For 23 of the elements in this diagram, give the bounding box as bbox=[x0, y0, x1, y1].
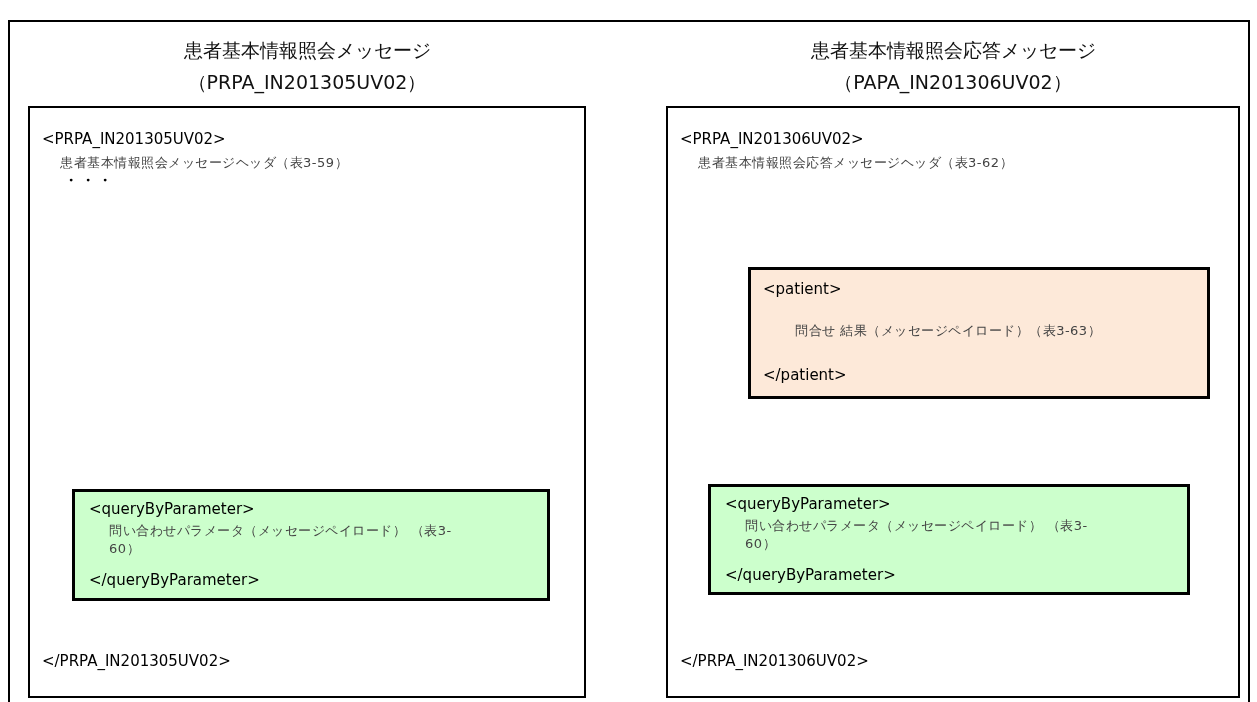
element-box bbox=[708, 484, 1190, 595]
xml-tag: <queryByParameter> bbox=[89, 500, 255, 518]
xml-tag: <PRPA_IN201305UV02> bbox=[42, 130, 226, 148]
header-description: 患者基本情報照会応答メッセージヘッダ（表3-62） bbox=[698, 154, 1013, 172]
xml-tag: </queryByParameter> bbox=[89, 571, 260, 589]
element-box bbox=[72, 489, 550, 601]
xml-tag: </patient> bbox=[763, 366, 847, 384]
element-description: 問い合わせパラメータ（メッセージペイロード） （表3-60） bbox=[109, 522, 453, 558]
message-id: （PRPA_IN201305UV02） bbox=[186, 70, 428, 96]
ellipsis: ・・・ bbox=[64, 172, 115, 190]
xml-tag: </queryByParameter> bbox=[725, 566, 896, 584]
element-box bbox=[748, 267, 1210, 399]
xml-tag: </PRPA_IN201305UV02> bbox=[42, 652, 231, 670]
header-description: 患者基本情報照会メッセージヘッダ（表3-59） bbox=[60, 154, 348, 172]
message-title: 患者基本情報照会応答メッセージ bbox=[809, 38, 1097, 63]
xml-tag: <patient> bbox=[763, 280, 842, 298]
xml-tag: <PRPA_IN201306UV02> bbox=[680, 130, 864, 148]
element-description: 問い合わせパラメータ（メッセージペイロード） （表3-60） bbox=[745, 517, 1089, 553]
xml-tag: </PRPA_IN201306UV02> bbox=[680, 652, 869, 670]
xml-tag: <queryByParameter> bbox=[725, 495, 891, 513]
message-title: 患者基本情報照会メッセージ bbox=[182, 38, 432, 63]
message-id: （PAPA_IN201306UV02） bbox=[833, 70, 1073, 96]
element-description: 問合せ 結果（メッセージペイロード）（表3-63） bbox=[795, 322, 1103, 340]
